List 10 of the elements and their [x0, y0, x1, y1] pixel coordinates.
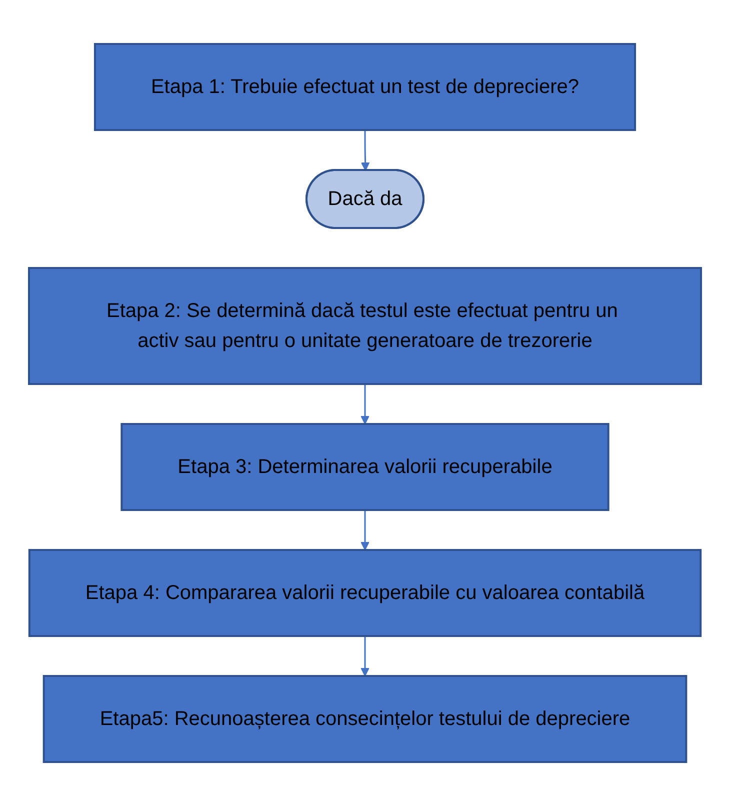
arrow — [360, 384, 370, 424]
node-box — [28, 267, 702, 385]
flowchart: Etapa 1: Trebuie efectuat un test de depreciere? Dacă da Etapa 2: Se determină dacă testul este efectuat pentru un activ sau pentru o unitate generatoare de trezorerie Etapa 3: Determinarea valorii recuperabile Etapa 4: Compararea valorii recuperabile cu valoarea contabilă Etapa5: Recunoașterea consecințelor testului de depreciere — [21, 36, 709, 770]
arrow — [360, 130, 370, 171]
arrow — [360, 636, 370, 676]
node-box — [28, 549, 702, 637]
node-box — [120, 423, 610, 511]
node-box — [42, 675, 688, 763]
node-box — [94, 43, 636, 131]
arrow — [360, 510, 370, 550]
